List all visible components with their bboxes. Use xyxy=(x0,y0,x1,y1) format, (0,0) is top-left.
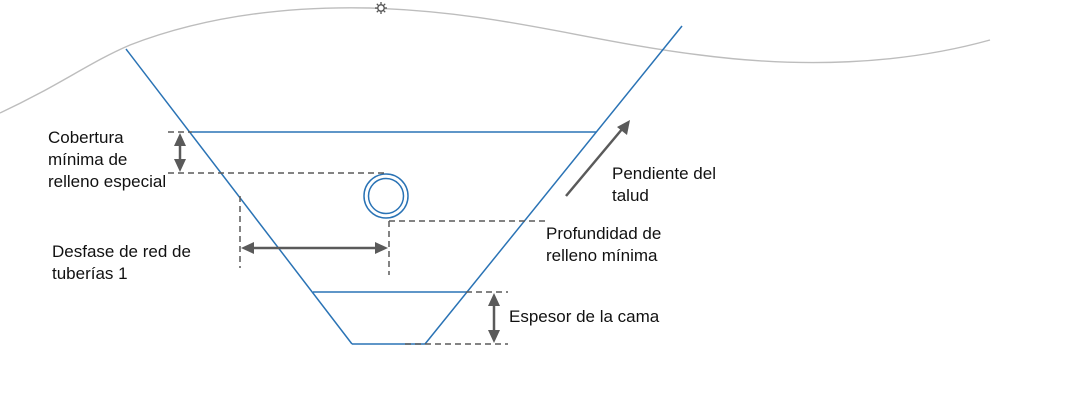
pipe-offset-label: Desfase de red de tuberías 1 xyxy=(52,241,191,285)
min-depth-label: Profundidad de relleno mínima xyxy=(546,223,661,267)
min-cover-label-line: relleno especial xyxy=(48,172,167,191)
pipe-offset-label-line: tuberías 1 xyxy=(52,264,128,283)
trench-right-wall xyxy=(424,25,683,345)
pipe-offset-label-line: Desfase de red de xyxy=(52,242,191,261)
bedding-dimension-arrow xyxy=(488,293,500,343)
min-cover-label: Cobertura mínima de relleno especial xyxy=(48,127,166,193)
min-cover-label-line: mínima de xyxy=(48,150,128,169)
ground-surface-line xyxy=(0,7,991,114)
offset-dimension-arrow xyxy=(241,242,388,254)
pipe xyxy=(363,173,409,219)
cover-dimension-arrow xyxy=(174,133,186,172)
min-cover-label-line: Cobertura xyxy=(48,128,124,147)
min-depth-label-line: relleno mínima xyxy=(546,246,658,265)
trench-left-wall xyxy=(125,48,353,345)
slope-label-line: Pendiente del xyxy=(612,164,716,183)
slope-arrow xyxy=(565,120,630,197)
gear-icon xyxy=(375,2,387,14)
bedding-label-line: Espesor de la cama xyxy=(509,307,660,326)
slope-label-line: talud xyxy=(612,186,649,205)
slope-label: Pendiente del talud xyxy=(612,163,716,207)
bedding-label: Espesor de la cama xyxy=(509,306,659,328)
min-depth-label-line: Profundidad de xyxy=(546,224,662,243)
